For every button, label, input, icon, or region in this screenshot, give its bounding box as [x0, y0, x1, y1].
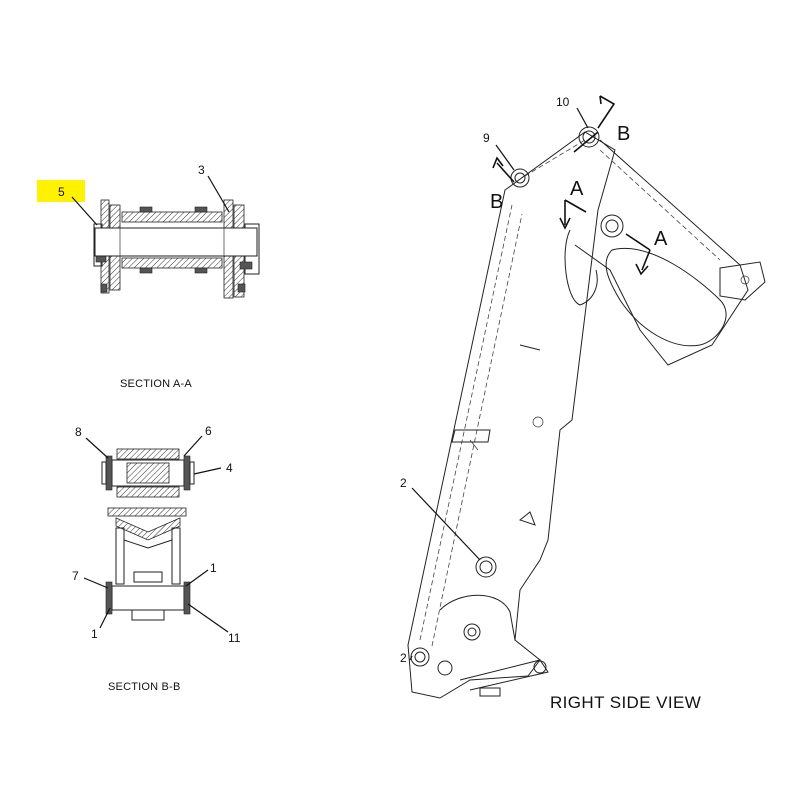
section-marker-b-top: B — [617, 123, 630, 145]
section-bb-label: SECTION B-B — [108, 681, 181, 693]
callout-6: 6 — [205, 424, 212, 438]
callout-10: 10 — [556, 95, 570, 109]
section-bb-drawing — [83, 435, 229, 633]
callout-3: 3 — [198, 163, 205, 177]
callout-2-top: 2 — [400, 476, 407, 490]
section-marker-a-upper: A — [570, 178, 584, 200]
callout-1-right: 1 — [210, 561, 217, 575]
right-side-view-label: RIGHT SIDE VIEW — [550, 693, 701, 712]
callout-8: 8 — [75, 425, 82, 439]
section-marker-a-lower: A — [654, 228, 668, 250]
callout-4: 4 — [226, 461, 233, 475]
section-aa-label: SECTION A-A — [120, 378, 192, 390]
section-marker-b-left: B — [490, 191, 503, 213]
callout-1-left: 1 — [91, 627, 98, 641]
callout-5-highlight — [37, 180, 85, 202]
callout-5: 5 — [58, 185, 65, 199]
callout-2-bottom: 2 — [400, 651, 407, 665]
callout-9: 9 — [483, 131, 490, 145]
right-side-view-drawing — [407, 95, 766, 699]
callout-11: 11 — [228, 631, 241, 645]
section-aa-drawing — [37, 175, 260, 299]
callout-7: 7 — [72, 569, 79, 583]
